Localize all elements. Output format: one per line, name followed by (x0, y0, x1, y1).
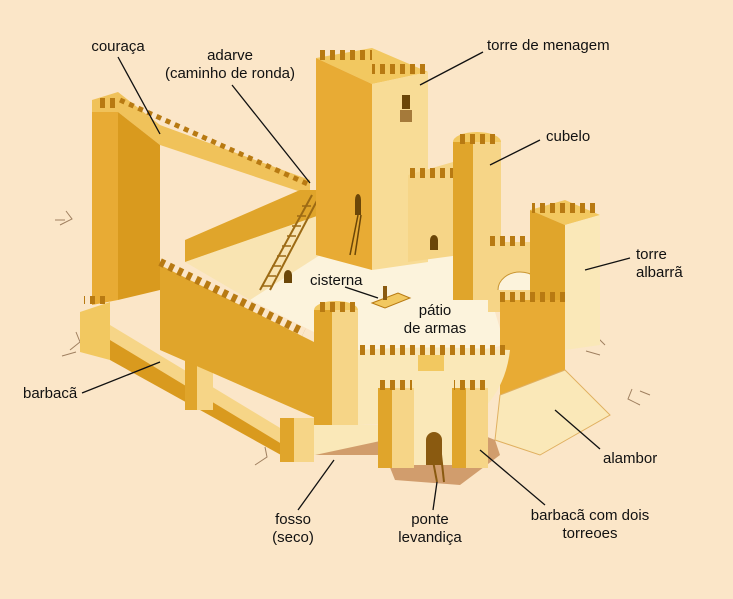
label-barbaca-text: barbacã (23, 385, 78, 402)
label-fosso-line2: (seco) (272, 529, 314, 546)
label-torre-menagem-text: torre de menagem (487, 37, 610, 54)
ground-rocks (55, 210, 651, 466)
label-barbaca-torreoes-line1: barbacã com dois (530, 507, 650, 524)
label-ponte: ponte levandiça (380, 511, 480, 547)
label-barbaca-torreoes: barbacã com dois torreoes (520, 507, 660, 543)
label-ponte-line2: levandiça (398, 529, 462, 546)
label-adarve: adarve (caminho de ronda) (160, 47, 300, 83)
label-fosso-line1: fosso (275, 511, 311, 528)
label-alambor-text: alambor (603, 450, 658, 467)
stairs (259, 194, 313, 291)
label-cisterna: cisterna (310, 272, 363, 290)
label-cubelo-text: cubelo (546, 128, 591, 145)
label-torre-albarra: torre albarrã (636, 246, 683, 282)
front-round-tower (314, 301, 358, 425)
gate-towers (378, 380, 488, 468)
cistern (370, 286, 412, 309)
label-alambor: alambor (603, 450, 657, 468)
label-adarve-line1: adarve (207, 47, 253, 64)
label-barbaca-torreoes-line2: torreoes (562, 525, 618, 542)
label-ponte-line1: ponte (411, 511, 449, 528)
label-fosso: fosso (seco) (258, 511, 328, 547)
label-patio-line2: de armas (403, 320, 467, 337)
label-couraca: couraça (78, 38, 158, 56)
drawbridge-chain (429, 444, 438, 483)
label-cubelo: cubelo (546, 128, 590, 146)
label-patio-line1: pátio (418, 302, 452, 319)
label-couraca-text: couraça (91, 38, 145, 55)
leader-lines (81, 51, 631, 511)
couraca-wall (92, 92, 312, 305)
front-right-tower (494, 292, 611, 456)
label-barbaca: barbacã (23, 385, 77, 403)
label-torre-menagem: torre de menagem (487, 37, 610, 55)
label-cisterna-text: cisterna (310, 272, 363, 289)
right-inner-wall (408, 160, 460, 262)
barbaca-wall (80, 296, 314, 462)
adarve-wall (185, 190, 321, 300)
inner-front-wall (158, 258, 320, 420)
label-torre-albarra-line1: torre (636, 246, 667, 263)
label-torre-albarra-line2: albarrã (636, 264, 683, 281)
label-patio: pátio de armas (395, 302, 475, 338)
label-adarve-line2: (caminho de ronda) (164, 65, 296, 82)
alambor-slope (494, 369, 611, 456)
